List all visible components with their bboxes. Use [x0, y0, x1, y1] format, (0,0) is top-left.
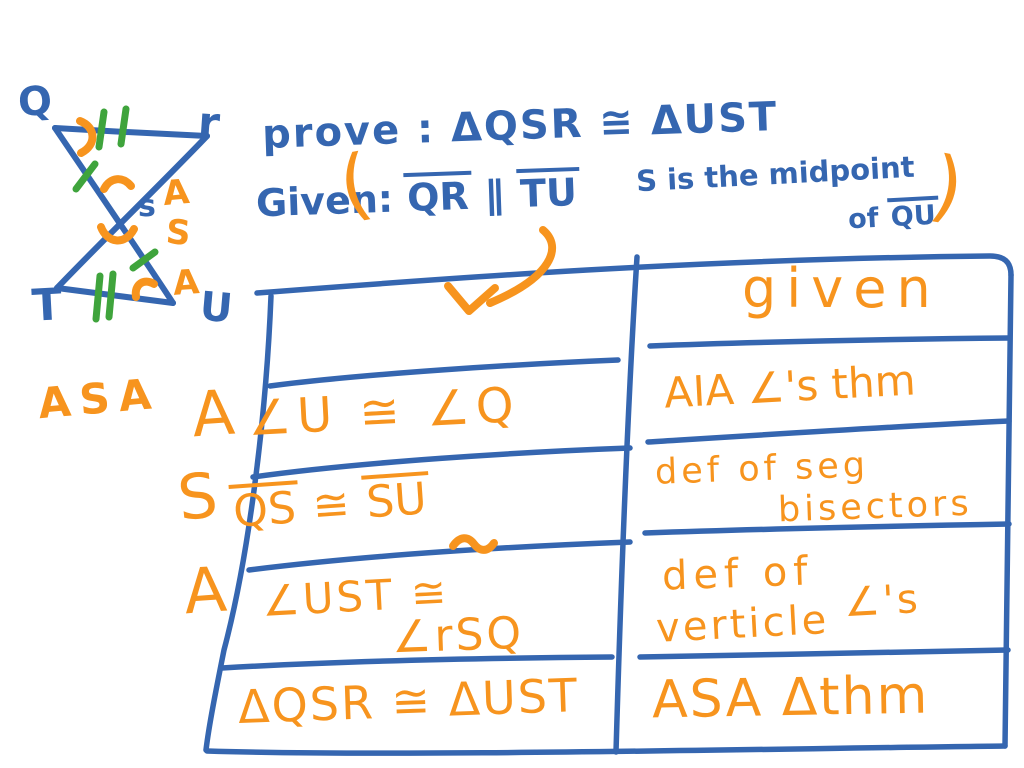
tick-mark-qr-2 [117, 105, 130, 148]
arrow-head [444, 282, 499, 315]
tick-mark-qs [72, 160, 99, 193]
table-row-line-4-right [637, 647, 1011, 660]
table-row-line-2-left [250, 445, 633, 480]
reason-def-seg-line1: def of seg [654, 445, 870, 493]
angle-arc-marks [76, 117, 158, 301]
table-row-line-4-left [219, 654, 615, 671]
statement-angle-u-q: ∠U ≅ ∠Q [246, 376, 521, 448]
reason-angles-suffix: ∠'s [842, 576, 922, 627]
arrow-annotation [444, 226, 556, 554]
triangle-edge-rt [54, 133, 210, 291]
figure-side-letter-s: S [164, 212, 193, 254]
triangle-diagram [52, 125, 210, 306]
angle-arc-u [131, 277, 158, 301]
triangle-edge-qr [52, 125, 210, 139]
statement-conclusion: ΔQSR ≅ ΔUST [237, 668, 580, 734]
tick-mark-tu-2 [105, 270, 117, 321]
table-border-bottom [204, 743, 1008, 756]
statement-vertical-angles-line2: ∠rSQ [391, 607, 525, 664]
congruence-tick-marks [72, 105, 159, 323]
figure-angle-letter-a1: A [161, 171, 192, 215]
tick-mark-su [129, 248, 159, 272]
table-row-line-2-right [645, 418, 1012, 445]
reason-asa-thm: ASA Δthm [651, 665, 930, 731]
tick-mark-tu-1 [92, 272, 104, 323]
segment-qs: QS [228, 480, 301, 538]
given-parallel-statement: QR ∥ TU [403, 166, 581, 220]
reason-aia-thm: AIA ∠'s thm [662, 355, 917, 418]
angle-arc-q [76, 117, 97, 157]
vertex-label-q: Q [16, 77, 54, 127]
figure-angle-letter-a2: A [171, 262, 201, 304]
vertex-label-s: s [138, 189, 156, 224]
table-column-divider [613, 254, 640, 755]
reason-verticle-word: verticle [654, 596, 831, 652]
arrow-shaft [486, 226, 556, 307]
triangle-edge-qu [52, 125, 176, 306]
segment-qr: QR [403, 170, 473, 220]
angle-arc-s-upper [100, 175, 135, 193]
table-row-line-3-left [246, 539, 633, 573]
vertex-label-r: r [196, 97, 222, 150]
vertex-label-t: T [30, 279, 64, 332]
vertex-label-u: U [198, 283, 235, 333]
proof-table-grid [203, 253, 1014, 756]
table-border-right [1002, 272, 1014, 749]
row-marker-angle-1: A [189, 375, 237, 452]
segment-tu: TU [516, 166, 581, 216]
method-label-asa: ASA [36, 368, 163, 429]
tilde-squiggle [449, 534, 498, 554]
table-row-line-1-right [647, 335, 1012, 349]
row-marker-side: S [174, 458, 222, 535]
table-row-line-1-left [267, 357, 621, 389]
row-marker-angle-2: A [181, 552, 229, 629]
midpoint-of-word: of [847, 202, 880, 236]
reason-def-seg-line2: bisectors [777, 483, 974, 531]
tick-mark-qr-1 [95, 108, 108, 151]
segment-su: SU [361, 471, 432, 528]
triangle-edge-tu [54, 285, 176, 306]
table-border-left [203, 293, 274, 753]
congruent-symbol: ≅ [311, 478, 352, 533]
reason-def-vertical-line1: def of [661, 548, 815, 600]
table-row-line-3-right [642, 521, 1012, 536]
parallel-symbol: ∥ [484, 172, 505, 218]
table-border-top [254, 253, 1014, 296]
reason-header-given: given [742, 257, 941, 320]
angle-arc-s-lower [97, 223, 138, 245]
